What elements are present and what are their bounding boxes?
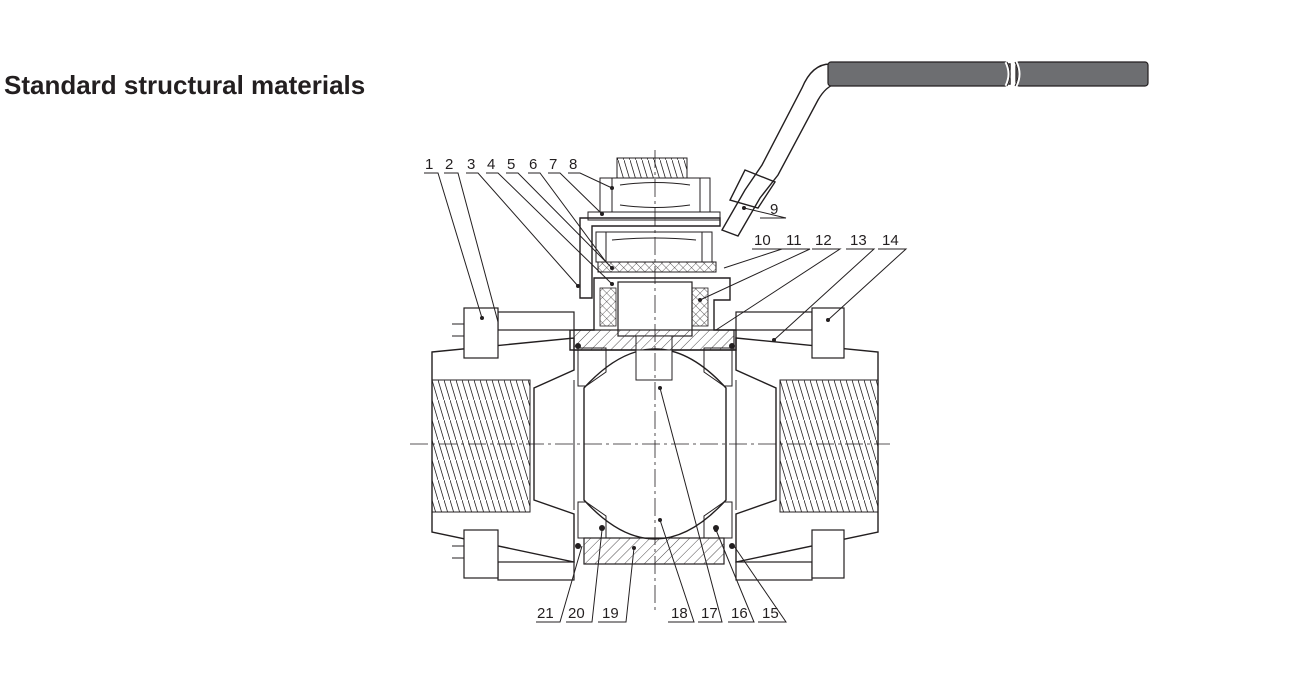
callout-2: 2 (445, 156, 453, 173)
callout-15: 15 (762, 605, 779, 622)
callout-leaders (424, 172, 908, 623)
callout-16: 16 (731, 605, 748, 622)
callout-4: 4 (487, 156, 495, 173)
right-bolt-head-bottom (811, 529, 845, 579)
callout-19: 19 (602, 605, 619, 622)
callout-10: 10 (754, 232, 771, 249)
handle (720, 61, 1149, 237)
callout-20: 20 (568, 605, 585, 622)
callout-9: 9 (770, 201, 778, 218)
page-title: Standard structural materials (4, 70, 366, 100)
callout-labels: 1 2 3 4 5 6 7 8 9 10 11 12 13 14 21 20 1… (425, 156, 899, 622)
handle-grip-right (1015, 61, 1149, 87)
stop-plate (579, 217, 721, 299)
callout-13: 13 (850, 232, 867, 249)
valve-body (431, 277, 879, 581)
callout-14: 14 (882, 232, 899, 249)
callout-18: 18 (671, 605, 688, 622)
right-pipe-thread (779, 379, 879, 513)
callout-5: 5 (507, 156, 515, 173)
callout-17: 17 (701, 605, 718, 622)
callout-3: 3 (467, 156, 475, 173)
left-bolt-head-bottom (463, 529, 499, 579)
callout-1: 1 (425, 156, 433, 173)
handle-sleeve (728, 169, 777, 209)
leader-dots (480, 186, 830, 550)
callout-7: 7 (549, 156, 557, 173)
right-bolt-head-top (811, 307, 845, 359)
callout-6: 6 (529, 156, 537, 173)
callout-8: 8 (569, 156, 577, 173)
seat-right-bottom (703, 501, 733, 539)
stem-top (579, 157, 721, 299)
callout-12: 12 (815, 232, 832, 249)
callout-21: 21 (537, 605, 554, 622)
seat-left-bottom (577, 501, 607, 539)
left-pipe-thread (431, 379, 531, 513)
handle-grip-left (827, 61, 1009, 87)
callout-11: 11 (786, 232, 802, 249)
seat-left-top (577, 347, 607, 387)
